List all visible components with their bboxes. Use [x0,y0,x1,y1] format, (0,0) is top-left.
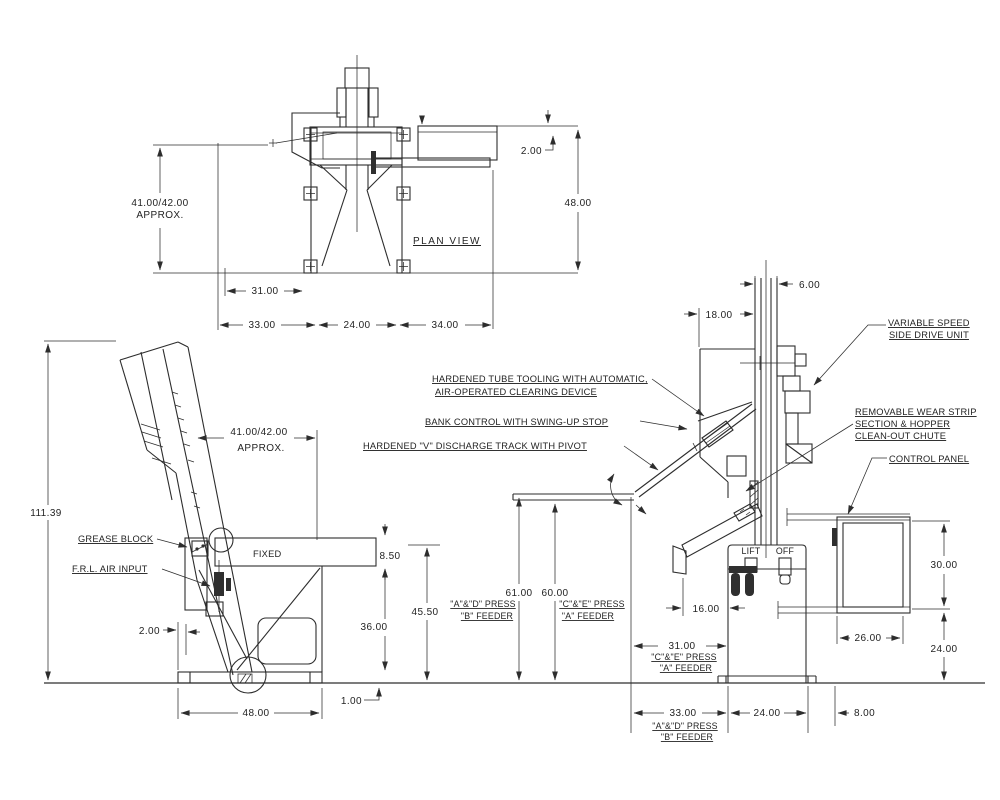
dim-base-mid: 24.00 [753,708,780,719]
plan-view-dimensions: 41.00/42.00 APPROX. 2.00 48.00 31.00 33.… [131,110,591,331]
plan-dim-width: 41.00/42.00 [131,198,188,209]
dim-base-left: 33.00 [669,708,696,719]
dim-panel-base: 24.00 [930,644,957,655]
center-callouts: HARDENED TUBE TOOLING WITH AUTOMATIC, AI… [363,374,705,471]
side-dim-toe: 2.00 [139,626,160,637]
offset-feeder-label: "A" FEEDER [660,663,712,673]
plan-dim-center: 24.00 [343,320,370,331]
off-valve [778,557,792,576]
dim-discharge-a: 61.00 [505,588,532,599]
side-dim-track: 8.50 [379,551,400,562]
cleanout-chute [672,503,763,575]
base-press-label: "A"&"D" PRESS [652,721,717,731]
plan-view-geometry [291,55,498,274]
drive-callout-line1: VARIABLE SPEED [888,318,970,328]
fixed-label: FIXED [253,549,281,559]
discharge-b-feeder-label: "A" FEEDER [562,611,614,621]
side-dim-total-height: 111.39 [30,508,62,519]
wear-callout-line2: SECTION & HOPPER [855,419,950,429]
discharge-a-feeder-label: "B" FEEDER [461,611,513,621]
side-dim-deck: 45.50 [411,607,438,618]
offset-press-label: "C"&"E" PRESS [651,652,716,662]
v-discharge-track [512,403,757,515]
wear-callout-line3: CLEAN-OUT CHUTE [855,431,946,441]
side-dim-frame: 36.00 [360,622,387,633]
dim-chute: 16.00 [692,604,719,615]
plan-dim-left: 33.00 [248,320,275,331]
mounting-pads [303,127,411,274]
tube-tooling [701,420,734,448]
side-view-labels: FIXED GREASE BLOCK F.R.L. AIR INPUT [72,534,281,587]
discharge-a-press-label: "A"&"D" PRESS [450,599,515,609]
control-panel [777,508,911,619]
lift-label: LIFT [742,546,761,556]
base-feeder-label: "B" FEEDER [661,732,713,742]
dim-panel-width: 26.00 [854,633,881,644]
discharge-track-callout: HARDENED "V" DISCHARGE TRACK WITH PIVOT [363,441,587,451]
end-view-dimensions: 6.00 18.00 16.00 31.00 "C"&"E" PRESS "A"… [630,276,957,742]
side-view-geometry [119,341,377,694]
tube-tooling-callout-line2: AIR-OPERATED CLEARING DEVICE [435,387,597,397]
discharge-height-dimensions: 61.00 "A"&"D" PRESS "B" FEEDER 60.00 "C"… [450,497,625,681]
side-dim-base: 48.00 [242,708,269,719]
grease-block-label: GREASE BLOCK [78,534,154,544]
plan-view-title: PLAN VIEW [413,236,481,247]
end-view-geometry [512,260,911,683]
wear-strip [733,480,759,522]
side-dim-reach-suffix: APPROX. [237,443,284,454]
plan-dim-right: 34.00 [431,320,458,331]
plan-dim-depth: 48.00 [564,198,591,209]
side-dim-reach: 41.00/42.00 [230,427,287,438]
frl-air-input-label: F.R.L. AIR INPUT [72,564,148,574]
dim-col-offset: 6.00 [799,280,820,291]
off-label: OFF [776,546,795,556]
dim-discharge-b: 60.00 [541,588,568,599]
plan-dim-width-suffix: APPROX. [136,210,183,221]
dim-offset-right: 31.00 [668,641,695,652]
drive-callout-line2: SIDE DRIVE UNIT [889,330,969,340]
bank-control-callout: BANK CONTROL WITH SWING-UP STOP [425,417,608,427]
control-panel-callout: CONTROL PANEL [889,454,969,464]
end-view-labels: LIFT OFF VARIABLE SPEED SIDE DRIVE UNIT … [742,318,977,556]
side-dim-pad: 1.00 [341,696,362,707]
dim-base-right: 8.00 [854,708,875,719]
dim-hopper: 18.00 [705,310,732,321]
wear-callout-line1: REMOVABLE WEAR STRIP [855,407,977,417]
grease-block [191,540,209,557]
tube-tooling-callout-line1: HARDENED TUBE TOOLING WITH AUTOMATIC, [432,374,648,384]
side-view-dimensions: 111.39 41.00/42.00 APPROX. 8.50 36.00 45… [30,340,440,719]
pedestal-base [717,544,817,683]
drive-unit [776,345,813,464]
dim-panel-height: 30.00 [930,560,957,571]
plan-dim-offset: 31.00 [251,286,278,297]
fixed-track-bar [214,537,377,567]
plan-dim-tray-gap: 2.00 [521,146,542,157]
discharge-b-press-label: "C"&"E" PRESS [559,599,624,609]
